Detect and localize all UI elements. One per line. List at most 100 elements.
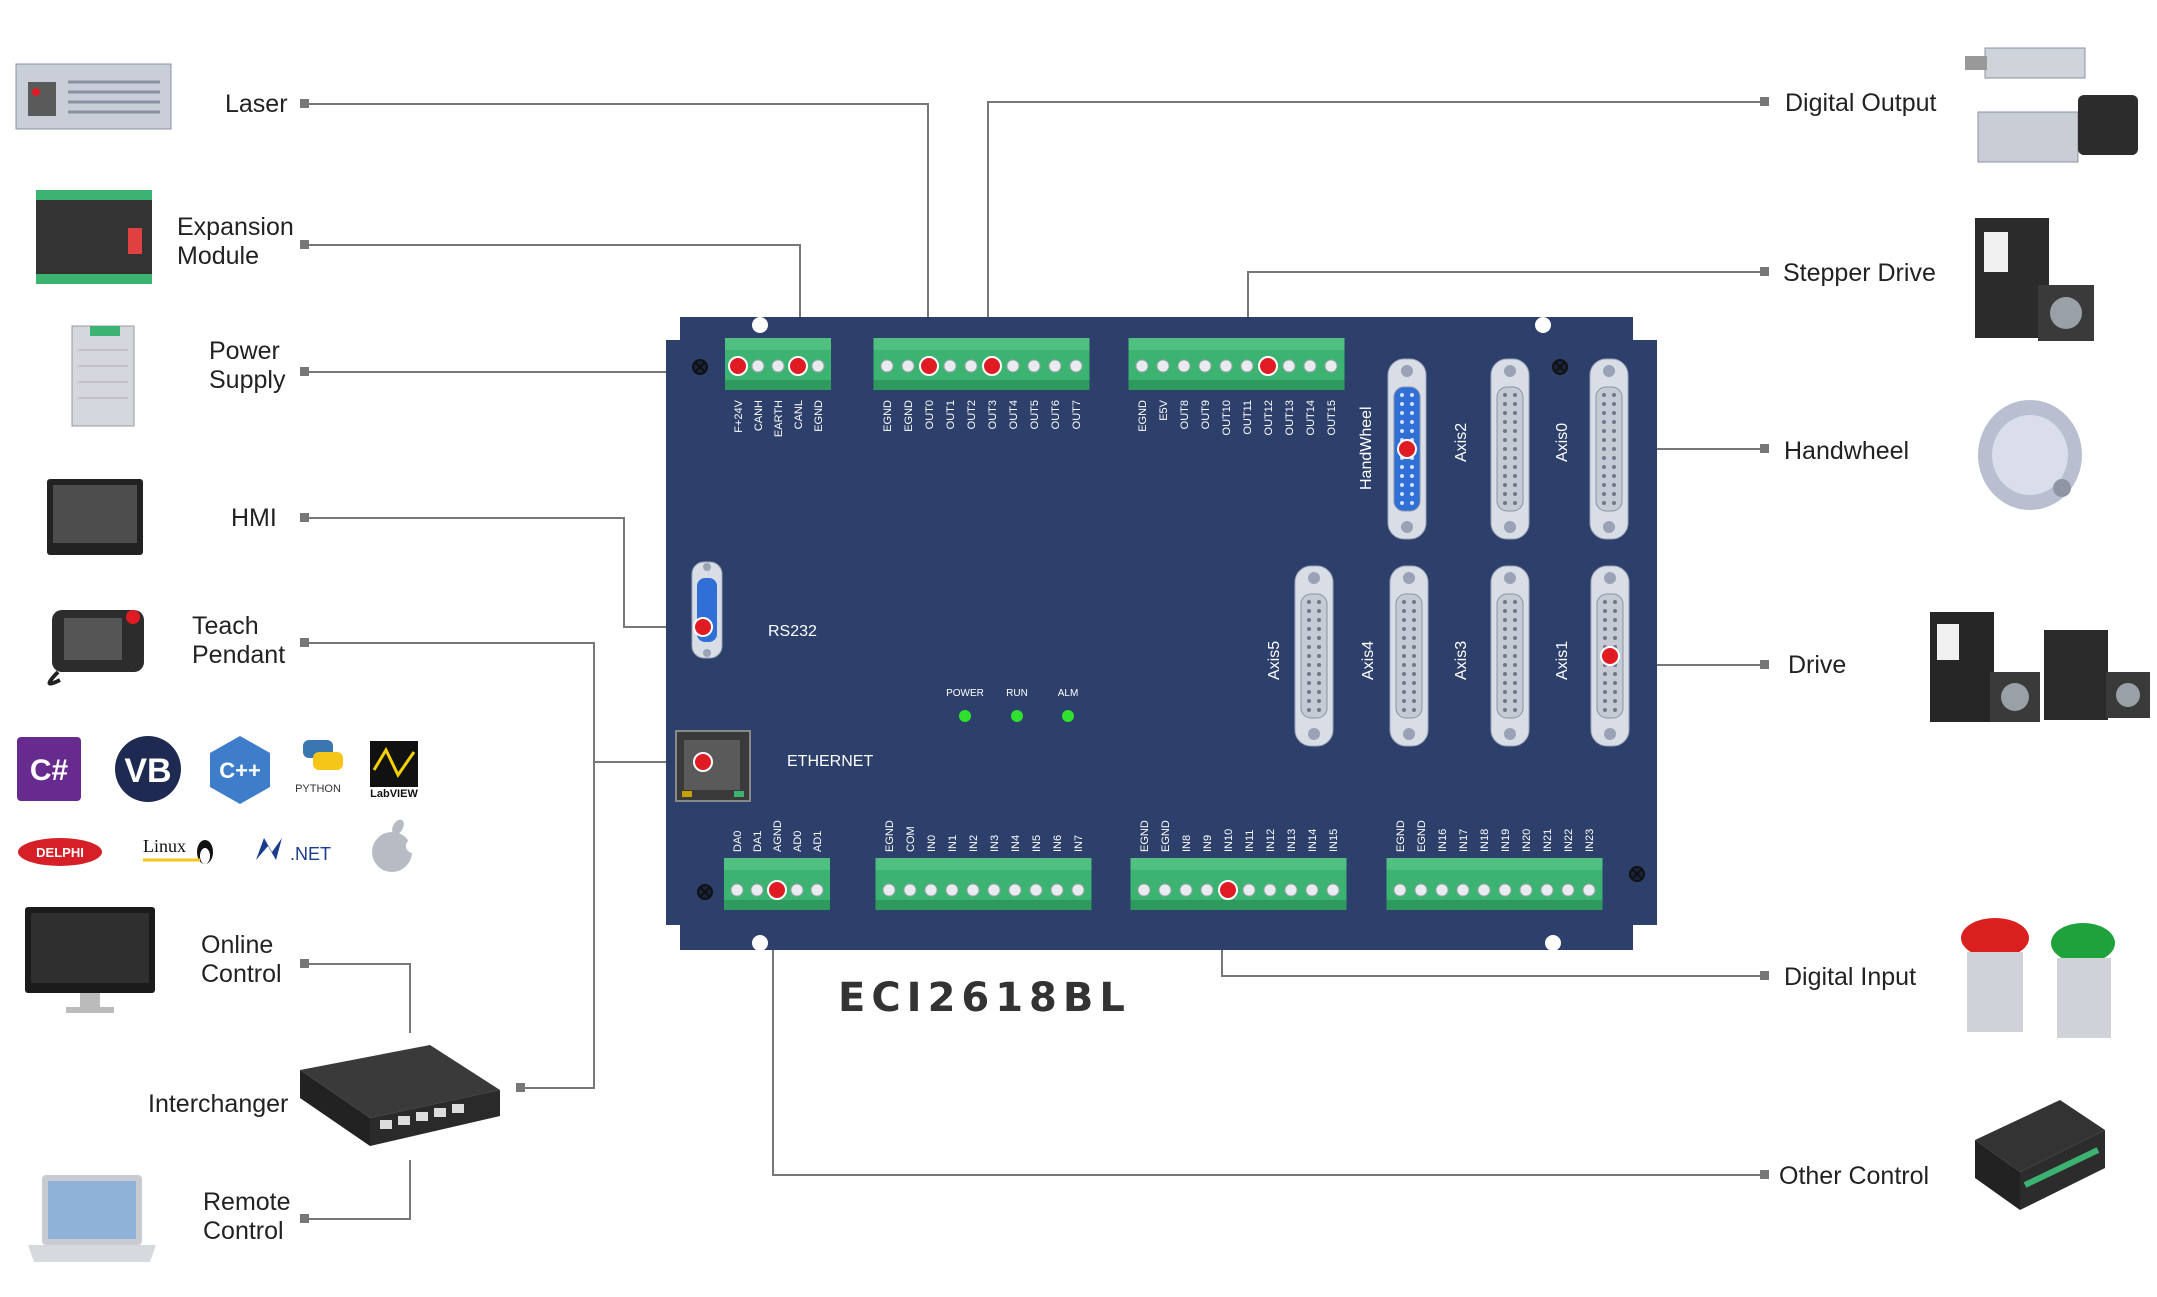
terminal-pin-label: IN15 <box>1328 829 1340 852</box>
terminal-pin-label: IN0 <box>926 835 938 852</box>
db-connector-pin <box>1612 429 1616 433</box>
expansion-module-image <box>36 190 152 284</box>
db-connector-screw <box>1604 572 1616 584</box>
terminal-pin <box>1008 883 1022 897</box>
terminal-pin-label: OUT6 <box>1050 400 1062 429</box>
handwheel-port-label: HandWheel <box>1358 406 1375 490</box>
db-connector-pin <box>1602 456 1606 460</box>
remote-label-1: Remote <box>203 1188 291 1216</box>
svg-text:DELPHI: DELPHI <box>36 845 84 860</box>
terminal-pin-highlight <box>728 356 748 376</box>
db-connector-pin <box>1503 438 1507 442</box>
db-connector-pin <box>1307 708 1311 712</box>
db-connector-screw <box>1403 572 1415 584</box>
db-connector-pin <box>1503 654 1507 658</box>
led-run <box>1011 710 1023 722</box>
db-connector-pin <box>1402 618 1406 622</box>
db-connector-pin <box>1613 690 1617 694</box>
db-connector-pin <box>1612 411 1616 415</box>
terminal-pin <box>1240 359 1254 373</box>
led-run-label: RUN <box>1006 688 1028 699</box>
linux-logo: Linux <box>143 836 213 864</box>
terminal-pin <box>1519 883 1533 897</box>
line-digital-output <box>987 101 1765 372</box>
expansion-label-2: Module <box>177 242 259 270</box>
remote-laptop-image <box>28 1175 156 1262</box>
db-connector-pin <box>1317 627 1321 631</box>
axis1-label: Axis1 <box>1554 641 1571 680</box>
db-connector-pin <box>1317 654 1321 658</box>
terminal-pin-label: OUT9 <box>1200 400 1212 429</box>
terminal-top-strip <box>875 858 1092 870</box>
db-connector-pin <box>1513 618 1517 622</box>
db-connector-highlight-dot <box>1600 646 1620 666</box>
db-connector-pin <box>1513 411 1517 415</box>
digital-input-image <box>1961 918 2115 1038</box>
db-connector-pin <box>1307 663 1311 667</box>
db-connector-pin <box>1412 663 1416 667</box>
power-supply-image <box>71 325 135 427</box>
delphi-logo <box>18 838 102 866</box>
terminal-pin <box>1137 883 1151 897</box>
db-connector-pin <box>1513 474 1517 478</box>
db-connector-pin <box>1317 645 1321 649</box>
terminal-pin <box>1050 883 1064 897</box>
terminal-pin-label: AD0 <box>792 831 804 852</box>
db-connector-pin <box>1410 483 1414 487</box>
terminal-pin-label: IN1 <box>947 835 959 852</box>
db-connector-pin <box>1602 492 1606 496</box>
db-connector-pin <box>1412 645 1416 649</box>
db-connector-pin <box>1513 447 1517 451</box>
db-connector-pin <box>1412 708 1416 712</box>
db-connector-pin <box>1402 636 1406 640</box>
db-connector-pin <box>1412 627 1416 631</box>
db-connector-pin <box>1613 609 1617 613</box>
db-connector-pin <box>1503 627 1507 631</box>
db-connector-screw <box>1604 728 1616 740</box>
terminal-pin-label: IN6 <box>1052 835 1064 852</box>
db-connector-pin <box>1410 492 1414 496</box>
db-connector-pin <box>1402 681 1406 685</box>
db-connector-pin <box>1317 618 1321 622</box>
terminal-bottom-strip <box>1130 900 1347 910</box>
terminal-pin <box>810 883 824 897</box>
db-connector-pin <box>1513 465 1517 469</box>
db-connector-pin <box>1400 393 1404 397</box>
terminal-pin <box>1282 359 1296 373</box>
terminal-pin-label: IN10 <box>1223 829 1235 852</box>
db-connector-screw <box>1504 521 1516 533</box>
axis2-label: Axis2 <box>1453 423 1470 462</box>
terminal-pin-label: EGND <box>1139 820 1151 852</box>
cpp-logo <box>210 736 270 804</box>
terminal-pin-label: IN23 <box>1584 829 1596 852</box>
db-connector-face <box>1496 386 1524 512</box>
db-connector-screw <box>1308 728 1320 740</box>
interchanger-label: Interchanger <box>148 1090 289 1118</box>
db-connector-pin <box>1513 609 1517 613</box>
handwheel-label: Handwheel <box>1784 437 1910 465</box>
software-logos: C# VB C++ PYTHON LabVIEW DELPHI Linux .N… <box>17 736 420 872</box>
db-connector-pin <box>1402 672 1406 676</box>
db-connector-screw <box>1603 365 1615 377</box>
terminal-top-strip <box>725 338 831 350</box>
terminal-pin-label: CANH <box>753 400 765 431</box>
db-connector-pin <box>1410 501 1414 505</box>
terminal-pin-highlight <box>982 356 1002 376</box>
db-connector-pin <box>1503 618 1507 622</box>
terminal-pin-label: IN7 <box>1073 835 1085 852</box>
db-connector-pin <box>1307 636 1311 640</box>
svg-text:LabVIEW: LabVIEW <box>370 788 418 800</box>
db-connector-face <box>1395 593 1423 719</box>
laser-device-image <box>15 63 172 130</box>
digital-output-image <box>1965 47 2138 163</box>
power-label-1: Power <box>209 337 280 365</box>
db-connector-pin <box>1400 411 1404 415</box>
db-connector-pin <box>1410 411 1414 415</box>
db-connector-pin <box>1412 681 1416 685</box>
terminal-pin-label: OUT5 <box>1029 400 1041 429</box>
terminal-pin <box>1069 359 1083 373</box>
db-connector-pin <box>1503 474 1507 478</box>
hmi-image <box>47 479 143 555</box>
terminal-pin <box>1393 883 1407 897</box>
